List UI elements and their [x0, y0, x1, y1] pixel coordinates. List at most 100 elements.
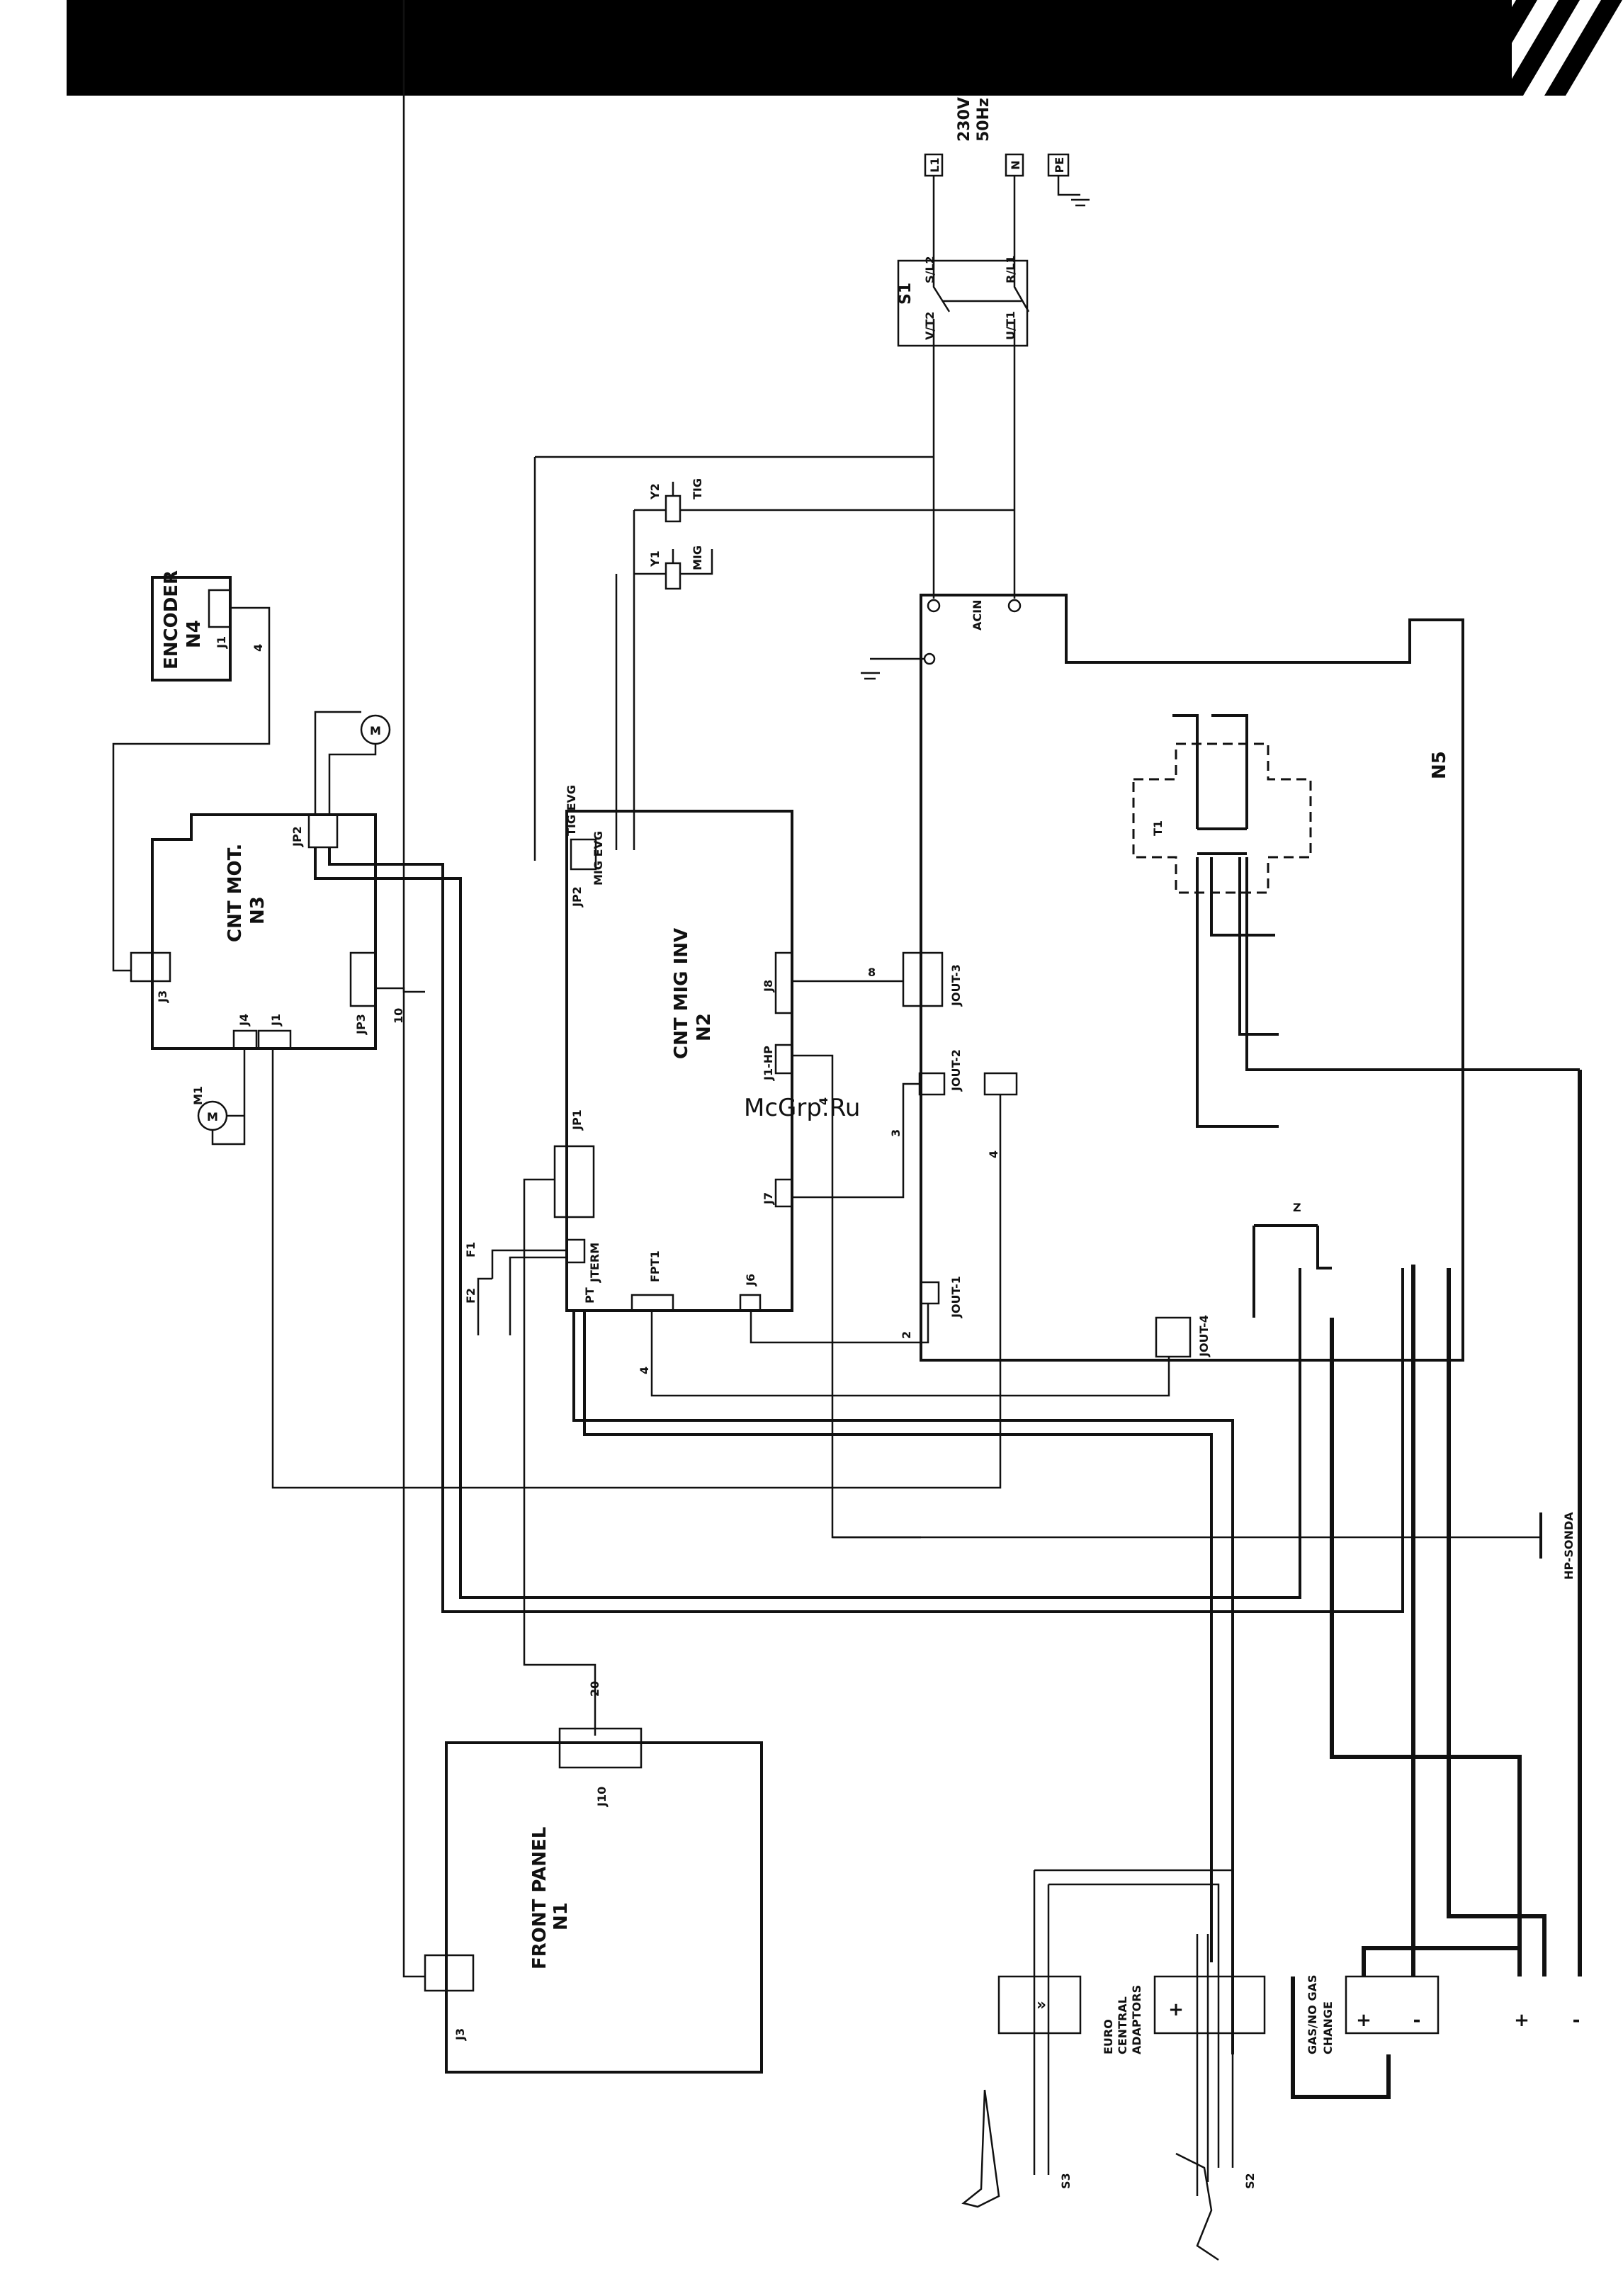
wire-count-extra: 4	[987, 1150, 1000, 1158]
output-s3-chevron: »	[1036, 1996, 1046, 2014]
front-panel-n1: FRONT PANEL N1 J10 J3	[402, 992, 763, 2074]
n-label: N	[1009, 160, 1022, 169]
header-bar	[67, 0, 1622, 96]
wire-counts: 8 4 3 4 2 4 20	[271, 966, 1170, 1736]
output-minus: -	[1573, 2010, 1580, 2031]
wire-count-jp1: 20	[588, 1681, 601, 1697]
output-plus: +	[1514, 2010, 1529, 2031]
wire-count-fpt1: 4	[638, 1367, 651, 1374]
cnt-mot-n3: CNT MOT. N3 JP2 J3 J4 J1 JP3 10	[130, 0, 425, 1050]
hp-sonda-label: HP-SONDA	[1562, 1512, 1576, 1580]
y2-label: Y2	[648, 483, 662, 500]
acin-label: ACIN	[971, 600, 984, 630]
choke-z-icon	[1252, 1224, 1332, 1318]
n2-fpt1-label: FPT1	[648, 1250, 662, 1282]
motor-m1: M M1 M	[191, 711, 391, 1146]
y1-mode-label: MIG	[691, 545, 704, 570]
cnt-mot-title: CNT MOT.	[225, 844, 246, 942]
euro-line2: CENTRAL	[1116, 1996, 1129, 2054]
fuses: F1 F2	[464, 1242, 567, 1335]
jout1-label: JOUT-1	[949, 1276, 963, 1318]
jout2-label: JOUT-2	[949, 1049, 963, 1092]
watermark: McGrp.Ru	[744, 1094, 860, 1122]
gas-line1: GAS/NO GAS	[1306, 1975, 1319, 2054]
cnt-mot-j1-label: J1	[269, 1014, 283, 1027]
cnt-mot-jp2-label: JP2	[290, 826, 304, 847]
euro-line3: ADAPTORS	[1130, 1985, 1143, 2054]
cnt-mig-inv-id: N2	[694, 1013, 715, 1041]
n2-jp2-pins-bottom: MIG EVG	[592, 831, 605, 886]
l1-label: L1	[928, 157, 941, 172]
power-board-n5: N5 ACIN T1 Z JOUT-1 JOUT-2 JOUT-3 JOUT-4	[861, 594, 1580, 1362]
euro-plus: +	[1168, 1999, 1184, 2020]
wire-count-jout2: 3	[889, 1129, 903, 1137]
harness-wires: HP-SONDA	[314, 847, 1582, 2054]
fuse-f1-label: F1	[464, 1242, 477, 1257]
frequency-label: 50Hz	[975, 98, 993, 142]
cnt-mot-id: N3	[247, 896, 268, 924]
fan-motor-symbol: M	[370, 724, 381, 737]
n2-j1hp-label: J1-HP	[762, 1046, 775, 1081]
cnt-mig-inv-n2: CNT MIG INV N2 JP2 TIG EVG MIG EVG J8 J1…	[553, 785, 793, 1312]
valve-y2-icon	[665, 494, 682, 523]
cnt-mot-j4-label: J4	[237, 1014, 251, 1027]
wire-count-j6: 2	[900, 1331, 913, 1339]
ground-icon	[861, 657, 924, 680]
switch-s1: S1 V/T2 S/L2 U/T1 R/L1	[897, 256, 1030, 599]
z-label: Z	[1293, 1201, 1301, 1214]
n2-j7-label: J7	[762, 1192, 775, 1205]
motor-label: M1	[191, 1086, 205, 1105]
front-panel-j10-label: J10	[595, 1787, 609, 1807]
wire-count-j1hp: 4	[817, 1097, 830, 1105]
n2-pt-label: PT	[583, 1287, 596, 1303]
pe-label: PE	[1053, 157, 1066, 174]
y2-mode-label: TIG	[691, 478, 704, 499]
y1-label: Y1	[648, 550, 662, 567]
cnt-mig-inv-title: CNT MIG INV	[671, 928, 692, 1059]
outputs: » + EURO CENTRAL ADAPTORS + - GAS/NO GAS…	[961, 1869, 1580, 2261]
pe-ground-icon	[1057, 176, 1090, 207]
jp3-wire-count: 10	[392, 1008, 405, 1024]
encoder-n4: ENCODER N4 J1 4	[112, 570, 271, 972]
gas-minus: -	[1413, 2010, 1421, 2031]
stripe-2	[1502, 0, 1580, 96]
output-s3-label: S3	[1059, 2173, 1073, 2189]
fuse-f2-label: F2	[464, 1288, 477, 1303]
motor-symbol: M	[207, 1110, 218, 1124]
n5-id: N5	[1429, 751, 1450, 779]
encoder-title: ENCODER	[161, 570, 182, 669]
cnt-mot-j3-label: J3	[156, 990, 169, 1003]
t1-label: T1	[1151, 820, 1165, 836]
jout3-label: JOUT-3	[949, 964, 963, 1007]
valve-y1-icon	[665, 562, 682, 590]
n2-j6-label: J6	[744, 1274, 757, 1286]
front-panel-id: N1	[550, 1902, 572, 1930]
front-panel-j3-label: J3	[453, 2028, 467, 2041]
tig-torch-icon	[961, 2089, 1000, 2208]
output-s2-label: S2	[1243, 2173, 1257, 2189]
stripe-1	[1459, 0, 1537, 96]
mig-torch-icon	[1175, 2152, 1219, 2261]
n2-jp2-pins-top: TIG EVG	[565, 785, 578, 836]
voltage-label: 230V	[956, 97, 973, 142]
wire-count-j8: 8	[868, 966, 876, 979]
gas-line2: CHANGE	[1321, 2001, 1335, 2054]
n2-jp2-label: JP2	[570, 886, 584, 907]
jout4-label: JOUT-4	[1197, 1315, 1211, 1357]
encoder-id: N4	[183, 620, 205, 648]
euro-line1: EURO	[1102, 2019, 1115, 2054]
mains-input: L1 N PE 230V 50Hz	[924, 97, 1090, 261]
encoder-wire-count: 4	[251, 644, 265, 652]
n2-jterm-label: JTERM	[588, 1243, 601, 1283]
valves: Y2 TIG Y1 MIG	[533, 456, 1014, 861]
cnt-mot-jp3-label: JP3	[354, 1014, 368, 1035]
front-panel-title: FRONT PANEL	[529, 1827, 550, 1969]
encoder-j1-label: J1	[215, 636, 228, 649]
transformer-t1-icon	[1132, 742, 1312, 894]
stripe-3	[1544, 0, 1622, 96]
n2-j8-label: J8	[762, 980, 775, 993]
s1-label: S1	[897, 283, 915, 305]
gas-plus: +	[1356, 2010, 1372, 2031]
n2-jp1-label: JP1	[570, 1109, 584, 1131]
